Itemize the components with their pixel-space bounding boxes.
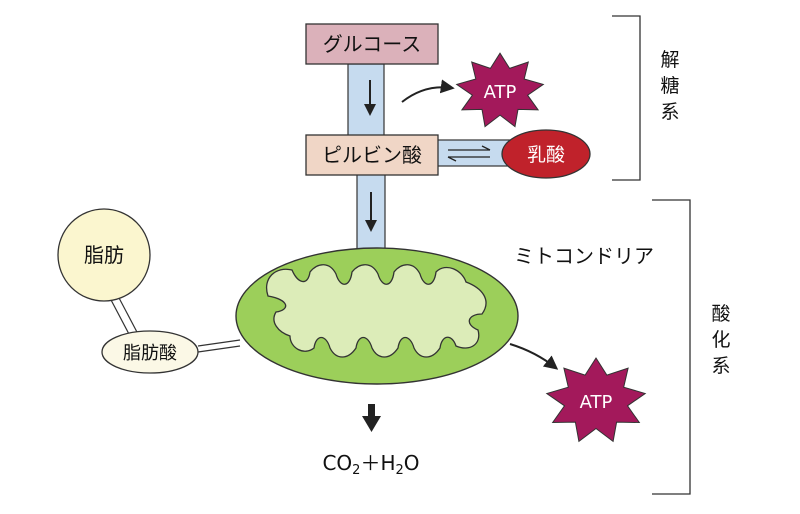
to-atp-bottom-arrow xyxy=(509,343,559,370)
equilibrium-arrows xyxy=(447,145,491,162)
fatty-acid-label: 脂肪酸 xyxy=(123,343,177,364)
atp-star-bottom: ATP xyxy=(545,357,647,443)
atp-top-label: ATP xyxy=(484,82,517,103)
pyruvate-lactate-channel xyxy=(431,139,513,167)
fat-connector-left xyxy=(109,297,131,337)
fat-connector-right xyxy=(117,295,139,335)
mitochondria-cristae xyxy=(266,264,487,358)
atp-bottom-label: ATP xyxy=(580,392,613,413)
fatty-acid-connector-top xyxy=(197,339,241,347)
glycolysis-channel xyxy=(347,63,385,137)
glycolysis-bracket xyxy=(612,15,641,181)
atp-star-top: ATP xyxy=(455,52,545,128)
fat-circle xyxy=(57,208,151,302)
to-atp-top-arrow xyxy=(401,79,455,103)
glucose-to-pyruvate-arrow xyxy=(364,80,376,116)
fatty-acid-ellipse xyxy=(101,330,199,374)
pyruvate-to-mitochondria-arrow xyxy=(365,192,377,232)
lactate-label: 乳酸 xyxy=(527,144,565,166)
oxidative-label-1: 酸 xyxy=(711,303,730,325)
glucose-box xyxy=(305,23,439,65)
glucose-label: グルコース xyxy=(323,32,422,56)
oxidative-bracket xyxy=(652,199,691,495)
to-products-arrow xyxy=(362,404,381,432)
oxidative-label-3: 系 xyxy=(711,355,730,377)
glycolysis-label-3: 系 xyxy=(660,101,679,123)
pyruvate-label: ピルビン酸 xyxy=(322,143,422,167)
fat-label: 脂肪 xyxy=(84,243,124,267)
mitochondria-label: ミトコンドリア xyxy=(514,244,654,268)
glycolysis-label-2: 糖 xyxy=(660,75,679,97)
glycolysis-label-1: 解 xyxy=(660,49,679,71)
oxidative-label-2: 化 xyxy=(711,329,730,351)
fatty-acid-connector-bottom xyxy=(197,345,241,353)
products-label: CO2＋H2O xyxy=(322,451,419,478)
pyruvate-box xyxy=(305,134,439,176)
lactate-ellipse xyxy=(501,129,591,179)
